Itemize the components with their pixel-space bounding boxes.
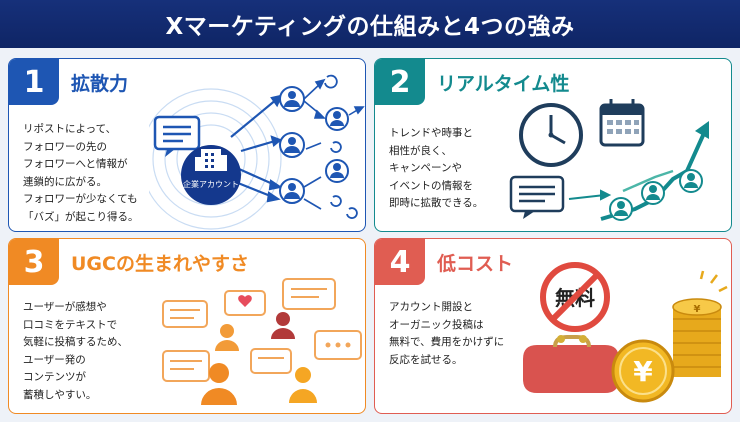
purse-icon	[523, 335, 619, 393]
description-line: トレンドや時事と	[389, 127, 473, 139]
description-line: ユーザーが感想や	[23, 301, 107, 313]
description-line: 蓄積しやすい。	[23, 388, 97, 401]
user-icon	[679, 169, 703, 193]
page-title: Xマーケティングの仕組みと4つの強み	[165, 14, 575, 40]
coin-stack-icon: ¥	[672, 298, 722, 377]
card-number: 3	[9, 239, 59, 285]
description-line: 「バズ」が起こり得る。	[23, 210, 139, 223]
description-line: アカウント開設と	[389, 301, 473, 313]
card-reach: 1 拡散力 リポストによって、 フォロワーの先の フォロワーへと情報が 連鎖的に…	[8, 58, 366, 232]
card-ugc: 3 UGCの生まれやすさ ユーザーが感想や 口コミをテキストで 気軽に投稿するた…	[8, 238, 366, 414]
realtime-illustration	[509, 99, 709, 221]
card-number: 4	[375, 239, 425, 285]
coin-symbol: ¥	[633, 355, 653, 388]
user-icon	[215, 324, 239, 351]
card-number: 2	[375, 59, 425, 105]
description-line: 反応を試せる。	[389, 353, 463, 366]
chat-bubble-icon	[282, 278, 336, 310]
description-line: フォロワーが少なくても	[23, 193, 138, 205]
card-title: 拡散力	[71, 73, 129, 95]
description-line: オーガニック投稿は	[389, 318, 484, 331]
user-icon	[271, 312, 295, 339]
ugc-illustration	[162, 278, 362, 405]
card-title: リアルタイム性	[437, 73, 570, 95]
user-icon	[279, 86, 305, 112]
heart-icon	[238, 295, 252, 307]
card-description: アカウント開設と オーガニック投稿は 無料で、費用をかけずに 反応を試せる。	[389, 299, 559, 369]
user-icon	[609, 197, 633, 221]
description-line: ユーザー発の	[23, 353, 86, 366]
description-line: 連鎖的に広がる。	[23, 175, 107, 188]
user-icon	[325, 159, 349, 183]
description-line: キャンペーンや	[389, 162, 462, 174]
user-icon	[289, 367, 317, 403]
description-line: イベントの情報を	[389, 179, 473, 192]
description-line: コンテンツが	[23, 371, 86, 383]
low-cost-illustration: 無料 ¥ ¥	[523, 262, 728, 403]
no-fee-badge: 無料	[540, 262, 610, 332]
description-line: 相性が良く、	[389, 144, 452, 157]
chat-bubble-icon	[162, 300, 208, 328]
card-low-cost: 4 低コスト アカウント開設と オーガニック投稿は 無料で、費用をかけずに 反応…	[374, 238, 732, 414]
description-line: 気軽に投稿するため、	[23, 336, 128, 348]
user-icon	[279, 178, 305, 204]
card-description: トレンドや時事と 相性が良く、 キャンペーンや イベントの情報を 即時に拡散でき…	[389, 125, 519, 213]
card-number: 1	[9, 59, 59, 105]
description-line: 即時に拡散できる。	[389, 197, 484, 209]
calendar-icon	[599, 99, 645, 147]
card-realtime: 2 リアルタイム性 トレンドや時事と 相性が良く、 キャンペーンや イベントの情…	[374, 58, 732, 232]
user-icon	[201, 363, 237, 405]
description-line: フォロワーへと情報が	[23, 158, 128, 170]
user-icon	[641, 181, 665, 205]
card-description: ユーザーが感想や 口コミをテキストで 気軽に投稿するため、 ユーザー発の コンテ…	[23, 299, 173, 404]
user-icon	[279, 132, 305, 158]
clock-icon	[519, 103, 583, 167]
description-line: 口コミをテキストで	[23, 318, 118, 331]
yen-coin-icon: ¥	[611, 339, 675, 403]
sparkle-icon	[699, 270, 728, 293]
user-icon	[325, 107, 349, 131]
description-line: フォロワーの先の	[23, 140, 107, 153]
card-description: リポストによって、 フォロワーの先の フォロワーへと情報が 連鎖的に広がる。 フ…	[23, 121, 163, 226]
spread-network-illustration: 企業アカウント	[149, 74, 365, 230]
card-title: 低コスト	[437, 253, 514, 275]
hub-label: 企業アカウント	[183, 179, 239, 189]
repost-icon	[324, 74, 358, 219]
description-line: 無料で、費用をかけずに	[389, 336, 505, 348]
card-title: UGCの生まれやすさ	[71, 253, 249, 275]
description-line: リポストによって、	[23, 123, 117, 135]
title-banner: Xマーケティングの仕組みと4つの強み	[0, 0, 740, 48]
coin-symbol: ¥	[694, 304, 701, 315]
chat-bubble-icon	[250, 348, 292, 374]
chat-bubble-icon	[162, 350, 210, 382]
